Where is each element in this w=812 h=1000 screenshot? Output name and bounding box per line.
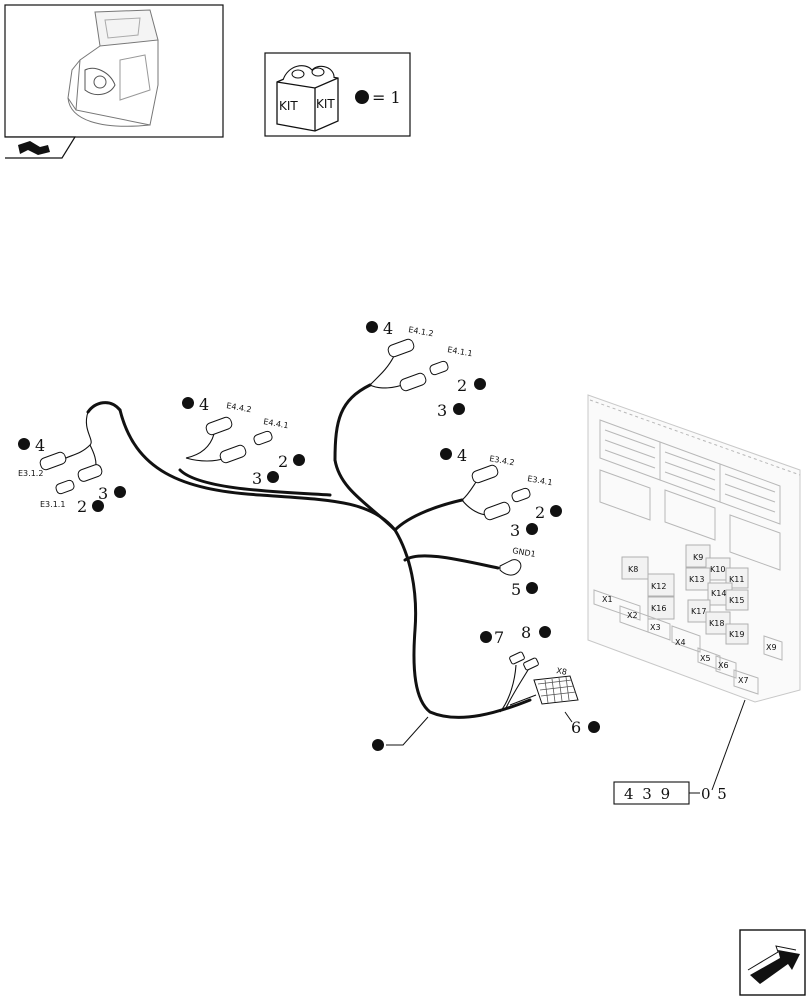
connector-sleeve-c[interactable]	[399, 372, 428, 392]
callout-3b: 3	[252, 469, 262, 488]
terminal-7[interactable]	[509, 651, 525, 665]
kit-legend-box: KIT KIT = 1	[264, 52, 411, 137]
connector-E4.4.2[interactable]: E4.4.2	[205, 401, 253, 436]
svg-text:GND1: GND1	[512, 546, 537, 559]
reference-suffix: 0 5	[701, 785, 728, 803]
svg-text:E4.4.1: E4.4.1	[263, 417, 290, 430]
svg-text:E3.4.1: E3.4.1	[527, 474, 554, 487]
connector-X4: X4	[675, 638, 686, 647]
callout-3c: 3	[437, 401, 447, 420]
relay-K19: K19	[729, 630, 744, 639]
branch-wires	[61, 355, 537, 713]
connector-sleeve-d[interactable]	[483, 501, 512, 521]
main-harness-cable	[86, 383, 532, 719]
relay-K17: K17	[691, 607, 706, 616]
connector-E3.4.1[interactable]: E3.4.1	[511, 474, 553, 503]
relay-K16: K16	[651, 604, 666, 613]
kit-dot-icon	[355, 90, 369, 104]
callout-2b: 2	[278, 452, 288, 471]
connector-X8[interactable]: X8	[533, 666, 579, 705]
relay-K9: K9	[693, 553, 703, 562]
connector-X2: X2	[627, 611, 638, 620]
callout-4a: 4	[35, 436, 45, 455]
connector-sleeve-b[interactable]	[219, 444, 248, 464]
relay-K12: K12	[651, 582, 666, 591]
reference-code-box[interactable]: 4 3 9 0 5	[613, 781, 728, 805]
callout-4b: 4	[199, 395, 209, 414]
ground-terminal-GND1[interactable]: GND1	[499, 546, 537, 576]
callout-5: 5	[511, 580, 521, 599]
kit-box-icon: KIT KIT	[276, 65, 339, 132]
svg-text:E4.1.2: E4.1.2	[408, 325, 435, 338]
connector-sleeve-a[interactable]	[77, 463, 104, 482]
svg-text:E3.1.1: E3.1.1	[40, 500, 65, 509]
callout-4d: 4	[457, 446, 467, 465]
connector-E4.1.2[interactable]: E4.1.2	[387, 325, 435, 358]
callout-3d: 3	[510, 521, 520, 540]
relay-K15: K15	[729, 596, 744, 605]
svg-text:E3.4.2: E3.4.2	[489, 454, 516, 467]
terminal-8[interactable]	[523, 657, 539, 671]
connector-X6: X6	[718, 661, 729, 670]
svg-text:E4.1.1: E4.1.1	[447, 345, 474, 358]
callout-2c: 2	[457, 376, 467, 395]
connector-E3.1.2[interactable]: E3.1.2	[18, 451, 67, 478]
callout-6: 6	[571, 718, 581, 737]
reference-code: 4 3 9	[624, 785, 672, 803]
connector-E4.4.1[interactable]: E4.4.1	[253, 417, 289, 446]
kit-legend-text: = 1	[372, 88, 401, 107]
relay-K14: K14	[711, 589, 726, 598]
connector-X3: X3	[650, 623, 661, 632]
connector-X1: X1	[602, 595, 613, 604]
forward-arrow-icon	[747, 945, 800, 984]
relay-K8: K8	[628, 565, 638, 574]
callout-2d: 2	[535, 503, 545, 522]
svg-text:X8: X8	[556, 666, 568, 677]
connector-X9: X9	[766, 643, 777, 652]
callout-4c: 4	[383, 319, 393, 338]
connector-E3.4.2[interactable]: E3.4.2	[471, 454, 516, 484]
callout-harness-dot	[372, 739, 384, 751]
kit-label-right: KIT	[316, 97, 335, 111]
forward-nav-button[interactable]	[739, 929, 806, 996]
connector-E4.1.1[interactable]: E4.1.1	[429, 345, 473, 376]
kit-label-left: KIT	[279, 99, 298, 113]
fuse-relay-box: K8 K9 K10 K11 K12 K13 K14 K15 K16 K17 K1…	[587, 394, 801, 791]
cab-thumbnail-image	[67, 9, 159, 127]
relay-K18: K18	[709, 619, 724, 628]
relay-K13: K13	[689, 575, 704, 584]
thumbnail-panel[interactable]	[4, 4, 224, 159]
back-arrow-icon[interactable]	[18, 141, 50, 155]
svg-text:E3.1.2: E3.1.2	[18, 469, 43, 478]
callouts: 4 3 2 4 3 2 4 3 2 4 3 2 5 7 8 6	[18, 319, 600, 751]
callout-3a: 3	[98, 484, 108, 503]
callout-2a: 2	[77, 497, 87, 516]
connector-E3.1.1[interactable]: E3.1.1	[40, 479, 75, 509]
connector-X5: X5	[700, 654, 711, 663]
svg-text:E4.4.2: E4.4.2	[226, 401, 253, 414]
relay-K11: K11	[729, 575, 744, 584]
callout-7: 7	[494, 628, 504, 647]
connector-X7: X7	[738, 676, 749, 685]
relay-K10: K10	[710, 565, 725, 574]
callout-8: 8	[521, 623, 531, 642]
